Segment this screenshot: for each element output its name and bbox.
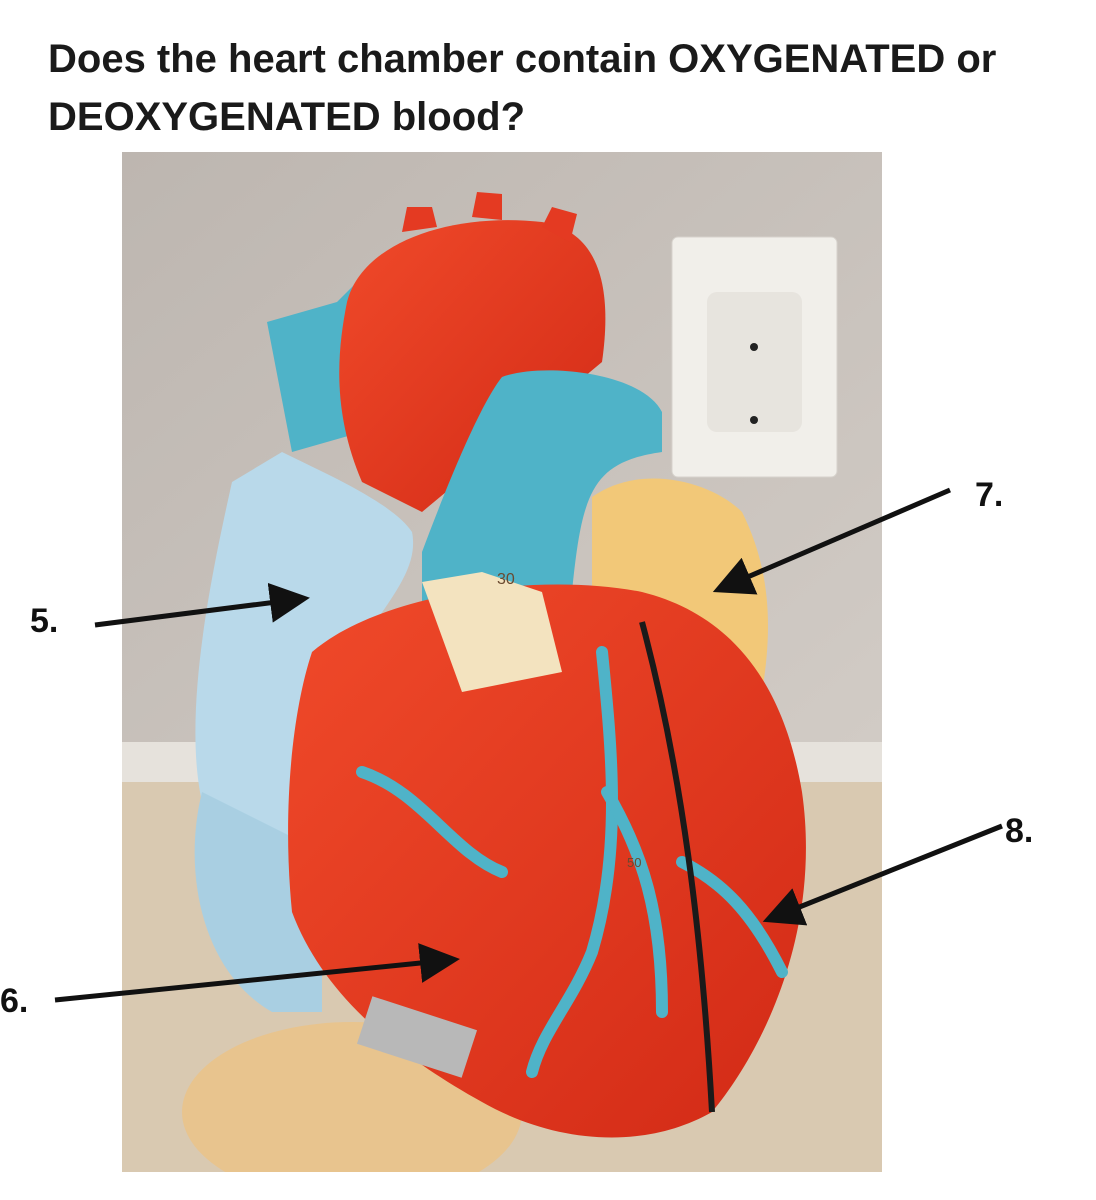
label-7: 7. bbox=[975, 476, 1004, 514]
heart-model-photo: 30 50 bbox=[122, 152, 882, 1172]
wall-outlet bbox=[671, 236, 838, 478]
aorta bbox=[339, 220, 606, 513]
label-8: 8. bbox=[1005, 812, 1034, 850]
hinge bbox=[356, 996, 478, 1078]
question-title: Does the heart chamber contain OXYGENATE… bbox=[48, 37, 997, 139]
model-marking-30: 30 bbox=[497, 571, 515, 588]
right-atrium bbox=[195, 452, 414, 898]
model-marking-50: 50 bbox=[627, 855, 641, 870]
label-5: 5. bbox=[30, 602, 59, 640]
label-6: 6. bbox=[0, 982, 29, 1020]
coronary-vessels bbox=[356, 646, 788, 1078]
septum-groove bbox=[639, 621, 715, 1113]
pulmonary-trunk bbox=[422, 370, 662, 612]
